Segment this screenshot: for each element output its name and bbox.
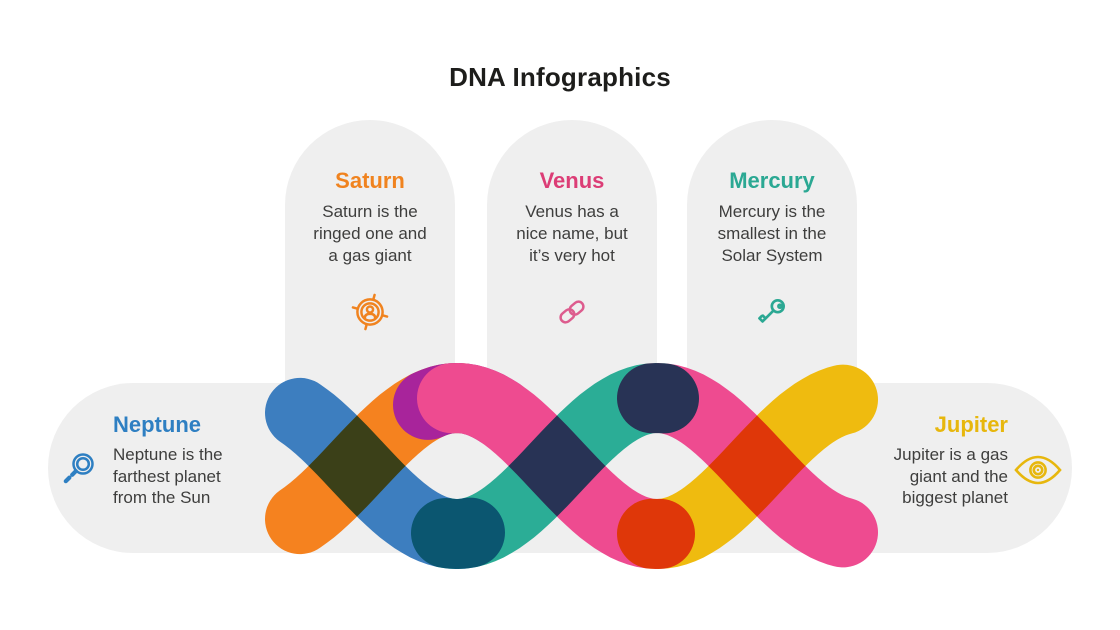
card-venus-title: Venus [539, 168, 605, 193]
banner-neptune-title: Neptune [113, 412, 201, 437]
chain-link-icon [487, 291, 657, 333]
card-saturn: Saturn Saturn is the ringed one and a ga… [285, 120, 455, 465]
page-title: DNA Infographics [449, 62, 671, 92]
card-mercury: Mercury Mercury is the smallest in the S… [687, 120, 857, 465]
banner-neptune-description: Neptune is the farthest planet from the … [113, 445, 223, 507]
card-saturn-title: Saturn [335, 168, 405, 193]
card-venus-description: Venus has a nice name, but it’s very hot [516, 202, 628, 265]
eye-icon [1012, 449, 1064, 496]
card-mercury-description: Mercury is the smallest in the Solar Sys… [717, 202, 827, 265]
target-person-icon [285, 291, 455, 333]
card-mercury-title: Mercury [729, 168, 815, 193]
magnifier-icon [54, 445, 102, 498]
card-saturn-description: Saturn is the ringed one and a gas giant [313, 202, 427, 265]
banner-jupiter-description: Jupiter is a gas giant and the biggest p… [893, 445, 1008, 507]
card-venus: Venus Venus has a nice name, but it’s ve… [487, 120, 657, 465]
key-icon [687, 291, 857, 333]
banner-jupiter-title: Jupiter [934, 412, 1008, 437]
